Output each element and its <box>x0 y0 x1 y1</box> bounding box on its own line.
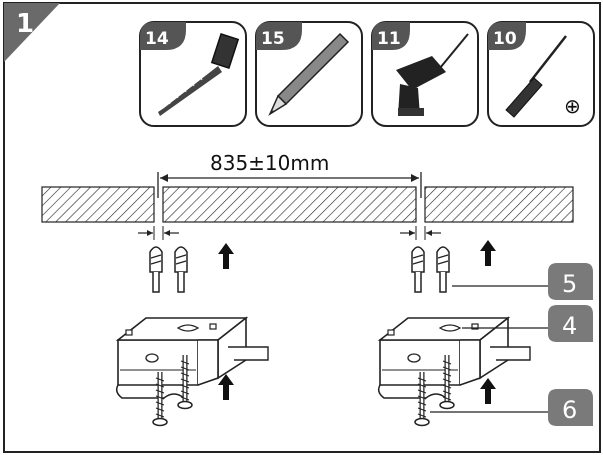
tool-panel-tape-measure: 14 <box>139 21 247 127</box>
tool-panel-drill: 11 <box>371 21 479 127</box>
tape-measure-icon <box>158 33 240 116</box>
tool-panel-screwdriver: 10 ⊕ <box>487 21 595 127</box>
tool-number-tape-measure: 14 <box>145 29 169 49</box>
screwdriver-icon: ⊕ <box>505 35 581 118</box>
drill-icon <box>396 33 469 116</box>
callout-bracket: 4 <box>548 305 593 342</box>
callout-number-wall-plug: 5 <box>562 270 577 298</box>
dimension-line: 835±10mm <box>157 151 422 198</box>
phillips-tip-icon: ⊕ <box>564 94 581 118</box>
pencil-icon <box>268 32 350 116</box>
step-number: 1 <box>16 9 34 39</box>
callout-number-bracket: 4 <box>562 312 577 340</box>
dimension-label: 835±10mm <box>210 151 329 175</box>
hole-width-marker-left <box>138 226 179 240</box>
tool-number-screwdriver: 10 <box>493 29 517 49</box>
hole-width-marker-right <box>400 226 441 240</box>
callout-number-screw: 6 <box>562 396 577 424</box>
tool-number-drill: 11 <box>377 29 401 49</box>
step-badge: 1 <box>4 3 60 62</box>
callout-wall-plug: 5 <box>548 263 593 300</box>
tool-panel-pencil: 15 <box>255 21 363 127</box>
tool-number-pencil: 15 <box>261 29 285 49</box>
ceiling <box>41 186 574 223</box>
callout-screw: 6 <box>548 389 593 426</box>
